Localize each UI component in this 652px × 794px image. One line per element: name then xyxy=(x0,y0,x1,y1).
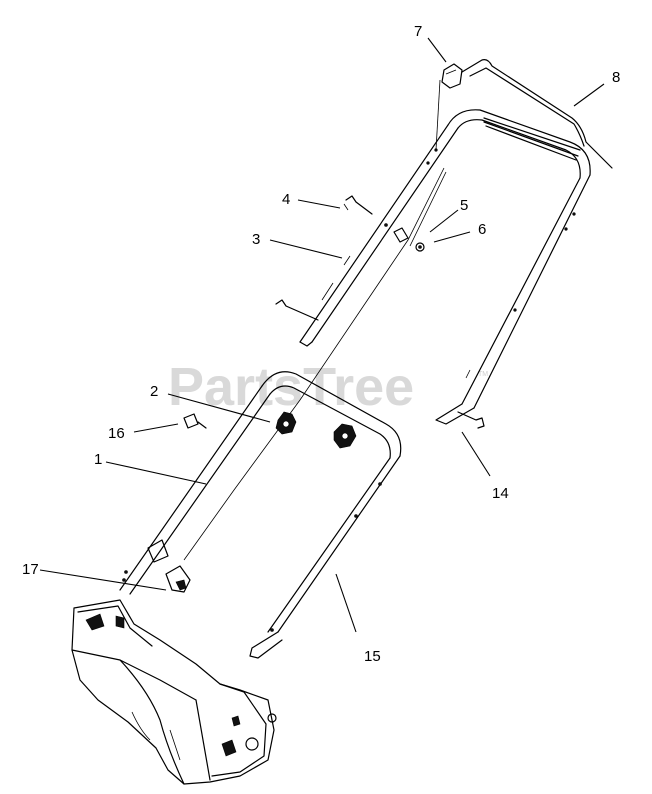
upper-handle xyxy=(299,109,591,425)
bolt-part-16 xyxy=(183,413,207,429)
lower-handle xyxy=(119,371,402,659)
snowthrower-housing xyxy=(71,599,277,785)
cable-clip-part xyxy=(435,63,463,151)
bolt-left xyxy=(275,299,319,321)
knob-lower xyxy=(333,423,357,449)
watermark: PartsTree TM xyxy=(168,357,488,417)
watermark-trademark: TM xyxy=(478,371,488,378)
callout-2: 2 xyxy=(150,383,158,400)
callout-8: 8 xyxy=(612,69,620,86)
bolt-part-4 xyxy=(343,195,373,215)
callout-6: 6 xyxy=(478,221,486,238)
knob-part-2 xyxy=(275,411,297,435)
callout-4: 4 xyxy=(282,191,290,208)
callout-17: 17 xyxy=(22,561,39,578)
hardware-parts-5-6 xyxy=(393,227,425,252)
callout-labels: 7 8 4 5 6 3 2 16 1 14 17 15 xyxy=(22,23,620,665)
clip-part-17 xyxy=(165,565,191,593)
callout-1: 1 xyxy=(94,451,102,468)
callout-3: 3 xyxy=(252,231,260,248)
control-cable xyxy=(183,167,447,561)
callout-7: 7 xyxy=(414,23,422,40)
callout-15: 15 xyxy=(364,648,381,665)
callout-16: 16 xyxy=(108,425,125,442)
control-bail xyxy=(461,59,613,169)
leader-lines xyxy=(39,37,605,633)
callout-14: 14 xyxy=(492,485,509,502)
bolt-part-14 xyxy=(457,411,485,429)
callout-5: 5 xyxy=(460,197,468,214)
